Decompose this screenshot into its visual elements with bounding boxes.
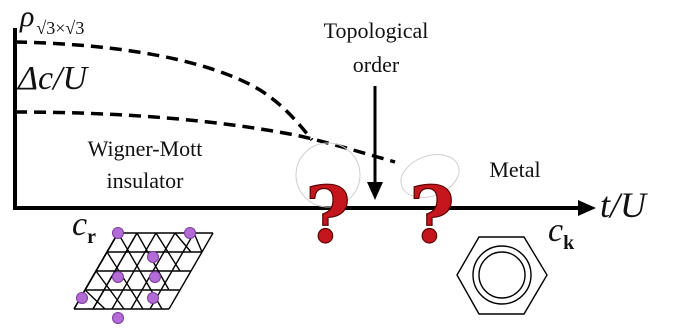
- question-mark-right: ?: [409, 170, 455, 261]
- lattice-site: [147, 251, 159, 263]
- lattice-sites: [76, 227, 196, 324]
- wigner-mott-label: Wigner-Mott insulator: [50, 133, 240, 197]
- question-mark-left: ?: [305, 170, 351, 261]
- lattice-site: [184, 227, 196, 239]
- x-axis-label: t/U: [600, 185, 647, 225]
- topological-order-line1: Topological: [323, 18, 429, 43]
- rho-symbol: ρ: [20, 0, 35, 33]
- x-axis-arrowhead: [578, 200, 596, 216]
- wigner-mott-line2: insulator: [106, 168, 184, 193]
- charge-gap-curve: [14, 110, 396, 164]
- lattice-site: [112, 227, 124, 239]
- lattice-site: [112, 271, 124, 283]
- uncertainty-region-left: [295, 142, 361, 208]
- c-k-symbol: c: [548, 212, 564, 249]
- momentum-space-operator-label: ck: [548, 212, 574, 254]
- y-axis-label: ρ√3×√3: [20, 0, 84, 38]
- topological-order-arrowhead: [367, 182, 383, 200]
- hexagon-fermi-surface-icon: [456, 236, 548, 315]
- wigner-mott-line1: Wigner-Mott: [87, 136, 203, 161]
- topological-order-label: Topological order: [296, 14, 456, 82]
- c-k-subscript: k: [563, 232, 575, 254]
- rho-subscript: √3×√3: [36, 18, 85, 38]
- lattice-site: [76, 292, 88, 304]
- lattice-site: [149, 271, 161, 283]
- c-r-symbol: c: [72, 206, 88, 243]
- lattice-site: [112, 312, 124, 324]
- metal-label: Metal: [489, 157, 541, 182]
- topological-order-line2: order: [352, 52, 400, 77]
- charge-gap-label: Δc/U: [18, 60, 88, 97]
- real-space-operator-label: cr: [72, 206, 96, 248]
- uncertainty-region-right: [400, 154, 460, 198]
- lattice-site: [147, 292, 159, 304]
- c-r-subscript: r: [87, 226, 96, 248]
